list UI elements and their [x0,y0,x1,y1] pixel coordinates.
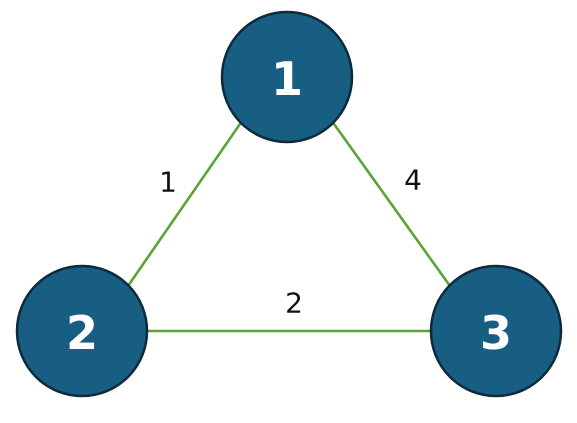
edge-weights: 1 4 2 [159,164,422,320]
node-1-label: 1 [271,52,303,106]
edges [126,122,452,333]
edge-weight-1-2: 1 [159,166,177,199]
node-3-circle [429,264,563,398]
edge-weight-2-3: 2 [285,287,303,320]
node-3: 3 [429,264,563,398]
node-3-label: 3 [480,306,512,360]
edge-1-3 [332,122,452,288]
edge-1-2 [126,122,242,288]
node-2-label: 2 [66,306,98,360]
node-1-circle [220,10,354,144]
node-2-circle [15,264,149,398]
node-1: 1 [220,10,354,144]
edge-weight-1-3: 4 [404,164,422,197]
node-2: 2 [15,264,149,398]
